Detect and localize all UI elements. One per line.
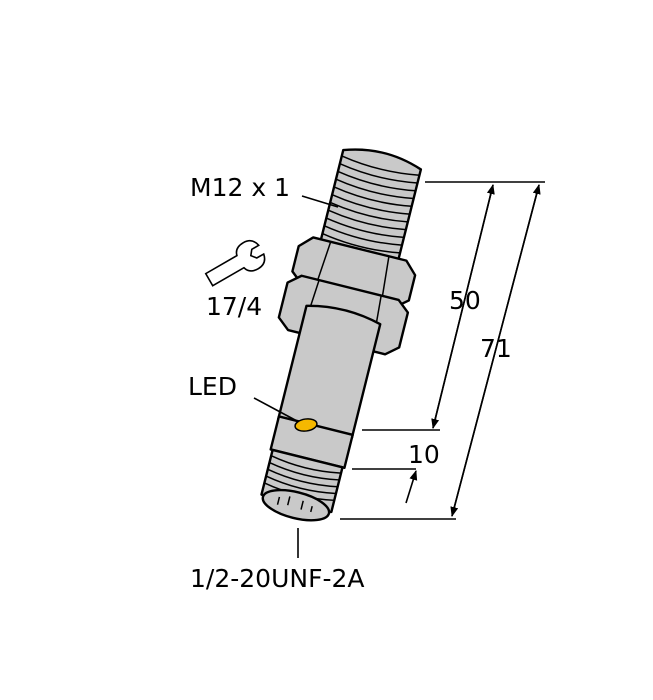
thread-ridge	[337, 170, 416, 192]
dimension-50-label: 50	[449, 286, 481, 315]
thread-ridge	[270, 455, 342, 474]
thread-ridge	[265, 475, 336, 495]
nut-upper	[291, 236, 417, 309]
thread-ridge	[331, 194, 410, 215]
thread-ridge	[324, 225, 403, 246]
thread-ridge	[267, 468, 338, 488]
dimension-10-label: 10	[408, 440, 440, 469]
connector-pins-icon	[276, 496, 313, 513]
dimension-lines	[340, 181, 545, 520]
thread-label: M12 x 1	[190, 173, 290, 202]
thread-ridge	[339, 162, 418, 184]
thread-ridge	[333, 186, 412, 208]
wrench-size-label: 17/4	[206, 292, 262, 321]
wrench-icon	[204, 239, 266, 287]
thread-ridge	[269, 461, 340, 481]
thread-ridge	[341, 155, 420, 177]
thread-ridge	[327, 209, 406, 231]
thread-ridge	[335, 178, 414, 200]
thread-ridge	[322, 232, 401, 254]
thread-ridge	[329, 201, 408, 223]
led-label: LED	[188, 372, 237, 401]
sensor-body	[260, 148, 423, 522]
dimension-71-label: 71	[480, 334, 512, 363]
connector-thread-label: 1/2-20UNF-2A	[190, 564, 364, 593]
led-indicator	[294, 418, 318, 432]
thread-ridge	[326, 217, 404, 239]
